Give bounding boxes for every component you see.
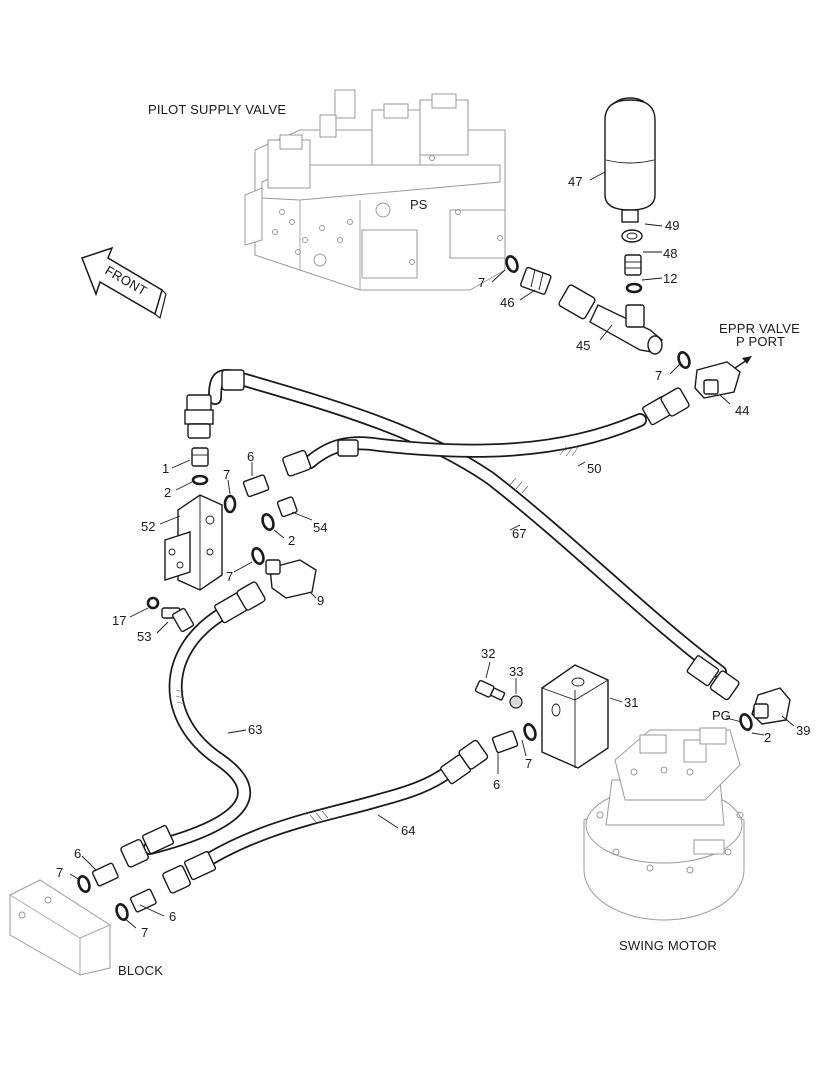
part-6b (491, 730, 519, 754)
part-6d (129, 888, 157, 913)
hose-67-lower-fitting (686, 655, 740, 701)
callout-45: 45 (576, 338, 590, 353)
eppr-arrow-icon (734, 356, 752, 369)
callout-7: 7 (525, 756, 532, 771)
callout-50: 50 (587, 461, 601, 476)
hose-67-upper-fittings (184, 369, 245, 439)
hose-63-upper-fitting (214, 581, 266, 624)
callout-52: 52 (141, 519, 155, 534)
callout-47: 47 (568, 174, 582, 189)
hose-64-upper-fitting (440, 739, 489, 785)
part-6c (91, 862, 119, 887)
hose-50-fittings (282, 387, 690, 477)
callout-12: 12 (663, 271, 677, 286)
eppr-valve-label: EPPR VALVE (719, 321, 800, 336)
callout-39: 39 (796, 723, 810, 738)
callout-7: 7 (478, 275, 485, 290)
callout-6: 6 (493, 777, 500, 792)
callout-6: 6 (169, 909, 176, 924)
hose-50 (303, 413, 647, 469)
part-6a (242, 474, 270, 498)
part-9-elbow (265, 559, 317, 599)
callout-7: 7 (226, 569, 233, 584)
hose-64 (188, 765, 455, 875)
callout-1: 1 (162, 461, 169, 476)
callout-67: 67 (512, 526, 526, 541)
part-17 (146, 596, 160, 610)
callout-49: 49 (665, 218, 679, 233)
callout-33: 33 (509, 664, 523, 679)
part-54 (276, 496, 298, 518)
front-arrow-icon: FRONT (81, 246, 167, 320)
part-39-elbow (751, 687, 791, 725)
callout-2: 2 (288, 533, 295, 548)
pilot-supply-valve-label: PILOT SUPPLY VALVE (148, 102, 286, 117)
part-46 (520, 266, 552, 295)
part-53 (161, 607, 195, 633)
port-ps-label: PS (410, 197, 428, 212)
block-52 (164, 494, 223, 591)
o-rings (77, 254, 753, 922)
leader-lines (69, 171, 795, 929)
callout-53: 53 (137, 629, 151, 644)
callout-46: 46 (500, 295, 514, 310)
part-1 (191, 447, 209, 467)
part-12 (625, 282, 643, 294)
callout-17: 17 (112, 613, 126, 628)
part-32 (474, 679, 506, 701)
callout-32: 32 (481, 646, 495, 661)
hose-lower-left-fittings (120, 824, 217, 894)
port-pg-label: PG (712, 708, 731, 723)
callout-7: 7 (655, 368, 662, 383)
swing-motor-label: SWING MOTOR (619, 938, 717, 953)
callout-9: 9 (317, 593, 324, 608)
callout-7: 7 (141, 925, 148, 940)
callout-6: 6 (74, 846, 81, 861)
eppr-port-label: P PORT (736, 334, 785, 349)
hose-braid-marks (175, 446, 579, 823)
swing-motor (583, 727, 745, 921)
accumulator-47 (604, 97, 656, 223)
part-33 (509, 695, 523, 709)
part-48 (624, 254, 642, 276)
callout-2: 2 (764, 730, 771, 745)
callout-7: 7 (56, 865, 63, 880)
callout-44: 44 (735, 403, 749, 418)
part-49 (621, 229, 643, 243)
callout-31: 31 (624, 695, 638, 710)
hose-63 (143, 605, 252, 855)
block-31 (541, 664, 609, 769)
pilot-supply-valve (244, 89, 506, 291)
callout-6: 6 (247, 449, 254, 464)
block-bottom-left (9, 879, 111, 976)
callout-54: 54 (313, 520, 327, 535)
block-label: BLOCK (118, 963, 163, 978)
part-44 (694, 361, 741, 399)
callout-7: 7 (223, 467, 230, 482)
callout-63: 63 (248, 722, 262, 737)
callout-64: 64 (401, 823, 415, 838)
callout-48: 48 (663, 246, 677, 261)
callout-2: 2 (164, 485, 171, 500)
part-45-tee (558, 284, 663, 355)
